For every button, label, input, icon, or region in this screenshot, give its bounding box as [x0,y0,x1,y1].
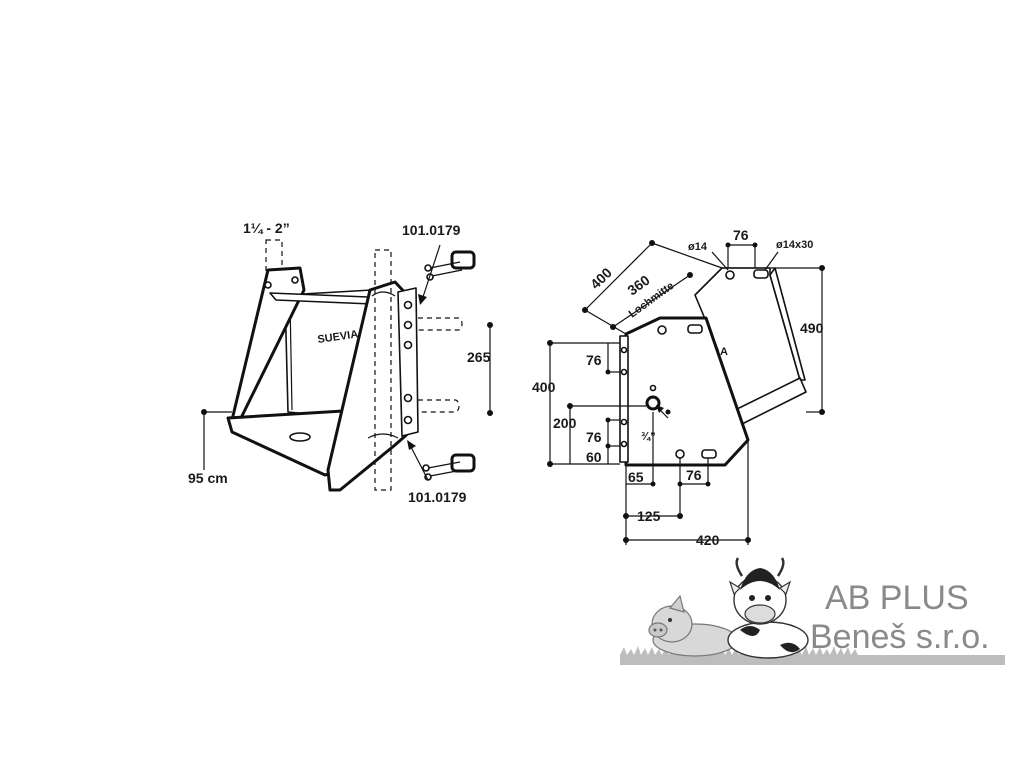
logo-line-1: AB PLUS [825,579,969,617]
thread-label: ¾” [641,431,656,443]
side-letter: A [720,346,728,358]
hole-d14 [725,270,735,280]
part-number-top: 101.0179 [402,222,461,238]
water-inlet [645,395,661,411]
left-view: SUEVIA 1¼ [188,220,493,505]
mounting-bracket [397,287,419,437]
hole-d14-label: ø14 [688,241,708,253]
dim-200-label: 200 [553,415,577,431]
dim-400-left-label: 400 [532,379,556,395]
drain-hole [289,432,311,442]
dim-490-label: 490 [800,320,824,336]
rotate-arrow-bottom [367,433,399,439]
company-logo: AB PLUS Beneš s.r.o. [620,557,1005,665]
dim-400-diag-line [584,242,653,311]
rotate-arrow-top [371,291,396,297]
dim-76-top-label: 76 [733,227,749,243]
clamp-top-dashed [418,317,463,331]
dim-95cm-label: 95 cm [188,470,228,486]
clamp-bottom-dashed [418,399,460,413]
logo-line-2: Beneš s.r.o. [810,618,990,656]
dim-76a-label: 76 [586,352,602,368]
dim-65-label: 65 [628,469,644,485]
leader-bottom [409,444,429,481]
slot-label: ø14x30 [776,239,813,251]
slot-hole [753,269,769,279]
clamp-part-top [424,250,476,281]
clamp-part-bottom [422,453,476,481]
dim-60-label: 60 [586,449,602,465]
pig-mascot-icon [648,594,738,657]
dim-420-label: 420 [696,532,720,548]
wall-strip [619,335,629,463]
dim-76-bottom-label: 76 [686,467,702,483]
dim-265-label: 265 [467,349,491,365]
dim-400-diag-label: 400 [587,264,615,292]
part-number-bottom: 101.0179 [408,489,467,505]
dim-76b-label: 76 [586,429,602,445]
dim-360-line [612,274,691,328]
mounting-pipe-dashed [374,249,392,491]
grass-strip [620,655,1005,665]
right-view: A 400 360 Lochmitte ø14 76 ø14x30 490 [532,227,825,548]
dim-125-label: 125 [637,508,661,524]
unit-brand-label: SUEVIA [317,328,359,346]
cow-mascot-icon [727,557,809,659]
pipe-size-label: 1¼ - 2” [243,220,290,236]
left-side-plate [230,266,306,422]
leader-top [421,244,441,301]
